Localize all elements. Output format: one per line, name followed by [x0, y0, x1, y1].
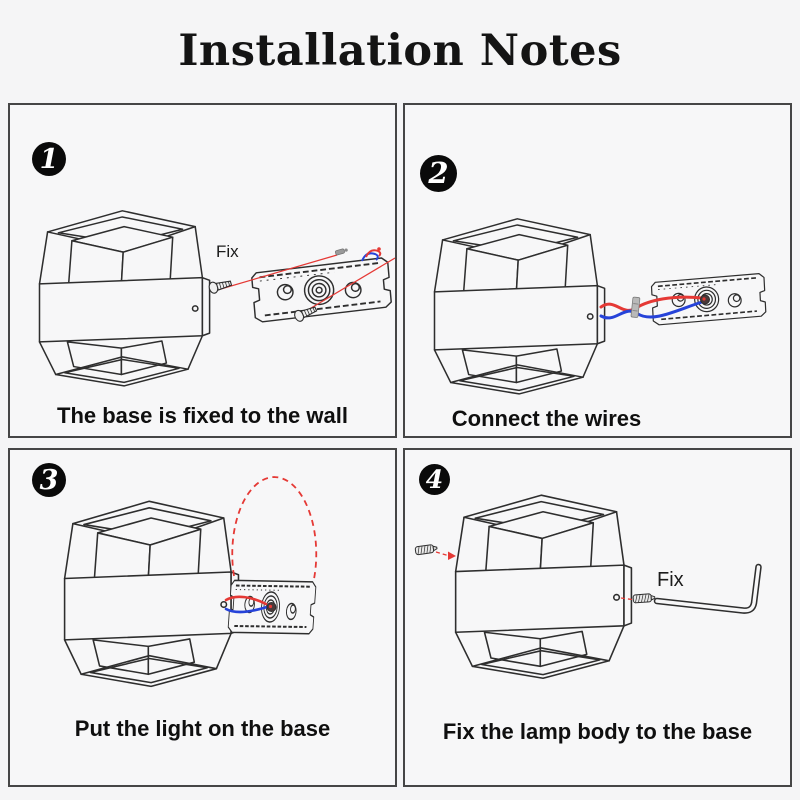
- allen-wrench-icon: [653, 563, 762, 614]
- step-caption: Connect the wires: [451, 406, 642, 431]
- rotation-dashed-arc: [231, 476, 318, 580]
- mounting-screw-icon: [207, 276, 233, 295]
- screw-axis-line: [213, 254, 338, 292]
- step-caption: Put the light on the base: [74, 716, 331, 741]
- wall-lamp-line-drawing: [63, 500, 240, 688]
- screw-axis-dashed-line: [435, 551, 449, 557]
- step-caption: Fix the lamp body to the base: [442, 719, 753, 744]
- mounting-base-plate: [250, 256, 393, 324]
- set-screw-icon: [632, 593, 656, 604]
- wire-entry-dot: [268, 604, 273, 609]
- step-1-illustration: [38, 210, 395, 387]
- wall-lamp-line-drawing: [454, 494, 633, 680]
- set-screw-icon: [414, 543, 438, 556]
- step-number-badge: 4: [419, 464, 450, 495]
- wall-anchor-icon: [335, 248, 348, 256]
- red-wire: [224, 595, 268, 606]
- blue-wire: [224, 605, 269, 614]
- fix-label: Fix: [216, 242, 239, 261]
- page-title: Installation Notes: [178, 26, 622, 76]
- step-number-badge: 3: [32, 463, 66, 497]
- fix-label: Fix: [657, 569, 684, 591]
- step-2-illustration: [433, 218, 767, 395]
- screw-axis-dashed-line: [620, 597, 633, 601]
- wire-entry-dot: [702, 297, 706, 301]
- step-4-illustration: [414, 494, 762, 680]
- screw-axis-line: [295, 257, 395, 318]
- wire-pigtail: [361, 247, 382, 262]
- step-2-panel: 2 Connect the wires: [403, 103, 792, 438]
- wire-connector: [630, 296, 641, 318]
- step-number-badge: 1: [32, 142, 66, 176]
- wall-lamp-line-drawing: [38, 210, 211, 387]
- arrowhead: [448, 551, 456, 560]
- step-3-illustration: [63, 476, 318, 688]
- step-number-badge: 2: [420, 155, 457, 192]
- step-3-panel: 3 Put the light on the base: [8, 448, 397, 787]
- step-caption: The base is fixed to the wall: [57, 403, 348, 428]
- step-4-panel: 4 Fix Fix the lamp body to the base: [403, 448, 792, 787]
- wall-lamp-line-drawing: [433, 218, 606, 395]
- step-1-panel: 1 Fix The base is fixed to the wall: [8, 103, 397, 438]
